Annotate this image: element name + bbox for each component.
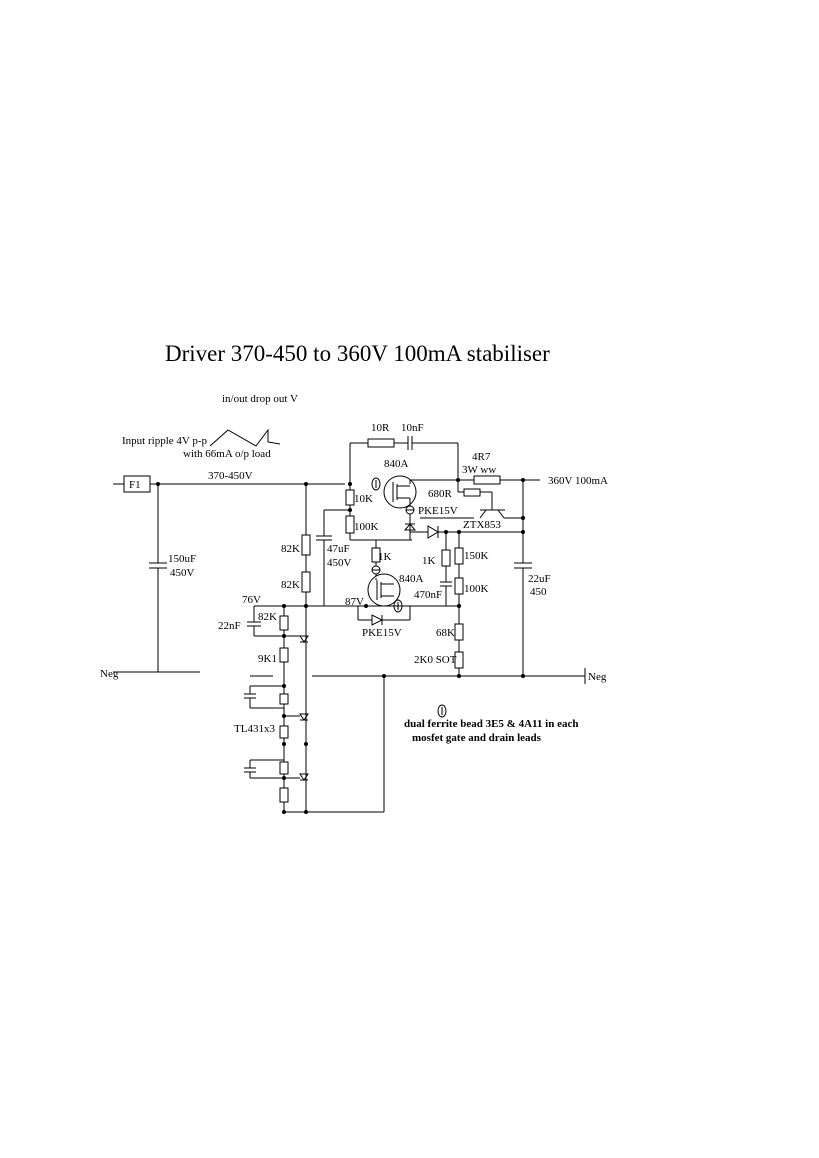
- r-68k-label: 68K: [436, 627, 455, 639]
- diode: [427, 525, 439, 539]
- node-76v-label: 76V: [242, 594, 261, 606]
- input-cap-voltage: 450V: [170, 567, 195, 579]
- c-22nf-label: 22nF: [218, 620, 241, 632]
- c-10nf-label: 10nF: [401, 422, 424, 434]
- zener-diode-lower: [371, 614, 384, 626]
- output-cap-voltage: 450: [530, 586, 547, 598]
- r-10r-label: 10R: [371, 422, 390, 434]
- r-150k-label: 150K: [464, 550, 489, 562]
- output-label: 360V 100mA: [548, 475, 608, 487]
- resistor-ref-3b: [279, 787, 289, 803]
- r-82k-bottom-label: 82K: [281, 579, 300, 591]
- zener-upper-label: PKE15V: [418, 505, 458, 517]
- cap-47u-voltage: 450V: [327, 557, 352, 569]
- resistor-10k: [345, 489, 355, 506]
- r-100k-label: 100K: [464, 583, 489, 595]
- tl431-shunt-2: [299, 713, 309, 721]
- mosfet-840a-upper: [383, 475, 417, 509]
- resistor-100k: [454, 577, 464, 595]
- mosfet-upper-label: 840A: [384, 458, 409, 470]
- tl431-label: TL431x3: [234, 723, 275, 735]
- tl431-shunt-3: [299, 773, 309, 781]
- resistor-ref-2b: [279, 725, 289, 739]
- r-100k-upper-label: 100K: [354, 521, 379, 533]
- r-680r-label: 680R: [428, 488, 453, 500]
- output-cap-value: 22uF: [528, 573, 551, 585]
- r-4r7-rating: 3W ww: [462, 464, 496, 476]
- r-82k-ref-label: 82K: [258, 611, 277, 623]
- node-87v-label: 87V: [345, 596, 364, 608]
- r-10k-label: 10K: [354, 493, 373, 505]
- resistor-82k-top: [301, 534, 311, 556]
- r-82k-top-label: 82K: [281, 543, 300, 555]
- resistor-680r: [463, 488, 481, 497]
- resistor-ref-3a: [279, 761, 289, 775]
- r-1k-gate-label: 1K: [378, 551, 392, 563]
- r-4r7-label: 4R7: [472, 451, 491, 463]
- ripple-note-line2: with 66mA o/p load: [183, 448, 271, 460]
- resistor-1k: [441, 549, 451, 567]
- input-voltage-label: 370-450V: [208, 470, 253, 482]
- ferrite-note-line2: mosfet gate and drain leads: [412, 732, 542, 744]
- mosfet-lower-label: 840A: [399, 573, 424, 585]
- resistor-82k-ref: [279, 615, 289, 631]
- resistor-ref-2a: [279, 693, 289, 705]
- r-2k0-label: 2K0 SOT: [414, 654, 457, 666]
- transistor-label: ZTX853: [463, 519, 501, 531]
- fuse-label: F1: [129, 479, 141, 491]
- input-cap-value: 150uF: [168, 553, 196, 565]
- dropout-note: in/out drop out V: [222, 393, 298, 405]
- resistor-82k-bottom: [301, 571, 311, 593]
- resistor-150k: [454, 547, 464, 565]
- resistor-68k: [454, 623, 464, 641]
- zener-diode-upper: [403, 523, 417, 531]
- neg-label-left: Neg: [100, 668, 119, 680]
- cap-47u-value: 47uF: [327, 543, 350, 555]
- ripple-waveform: [209, 428, 281, 447]
- neg-label-right: Neg: [588, 671, 607, 683]
- c-470nf-label: 470nF: [414, 589, 442, 601]
- ripple-note-line1: Input ripple 4V p-p: [122, 435, 208, 447]
- zener-lower-label: PKE15V: [362, 627, 402, 639]
- r-9k1-label: 9K1: [258, 653, 277, 665]
- resistor-100k-upper: [345, 515, 355, 534]
- r-1k-label: 1K: [422, 555, 436, 567]
- schematic-title: Driver 370-450 to 360V 100mA stabiliser: [165, 341, 550, 366]
- ferrite-note-line1: dual ferrite bead 3E5 & 4A11 in each: [404, 718, 578, 730]
- resistor-4r7: [473, 475, 501, 485]
- tl431-shunt-1: [299, 635, 309, 643]
- resistor-9k1: [279, 647, 289, 663]
- resistor-10r: [367, 438, 395, 448]
